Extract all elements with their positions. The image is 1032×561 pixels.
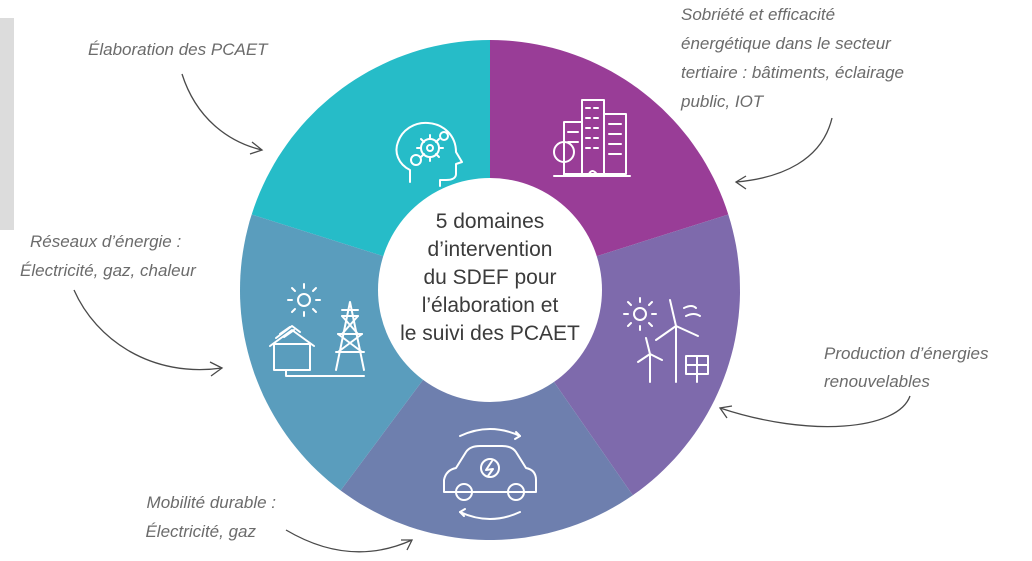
arrow-production bbox=[719, 395, 911, 428]
arrow-production-head bbox=[718, 405, 733, 419]
caption-mobilite-line-1: Mobilité durable : bbox=[147, 493, 277, 512]
caption-sobriete-line-1: Sobriété et efficacité bbox=[681, 5, 835, 24]
arrow-reseaux-head bbox=[209, 361, 224, 377]
left-accent-bar bbox=[0, 18, 14, 230]
caption-mobilite-line-2: Électricité, gaz bbox=[145, 522, 256, 541]
caption-production-line-2: renouvelables bbox=[824, 372, 930, 391]
renewable-energy-icon bbox=[623, 297, 709, 383]
arrow-reseaux bbox=[73, 289, 223, 371]
pointer-arrows bbox=[73, 73, 911, 553]
arrow-sobriete bbox=[735, 117, 833, 183]
center-line-3: du SDEF pour bbox=[423, 266, 556, 289]
caption-sobriete-line-2: énergétique dans le secteur bbox=[681, 34, 892, 53]
center-line-4: l’élaboration et bbox=[422, 294, 559, 317]
energy-network-icon bbox=[269, 283, 365, 377]
center-circle bbox=[378, 178, 602, 402]
caption-production: Production d’énergies renouvelables bbox=[824, 344, 989, 391]
center-line-2: d’intervention bbox=[428, 238, 553, 261]
arrow-mobilite bbox=[285, 529, 413, 553]
caption-reseaux-line-2: Électricité, gaz, chaleur bbox=[20, 261, 197, 280]
arrow-elaboration-head bbox=[249, 141, 264, 155]
city-buildings-icon bbox=[553, 99, 631, 177]
arrow-elaboration bbox=[181, 73, 263, 151]
caption-mobilite: Mobilité durable : Électricité, gaz bbox=[145, 493, 276, 541]
electric-car-icon bbox=[443, 428, 537, 520]
center-line-5: le suivi des PCAET bbox=[400, 322, 580, 345]
center-line-1: 5 domaines bbox=[436, 210, 545, 233]
caption-elaboration: Élaboration des PCAET bbox=[88, 40, 269, 59]
caption-production-line-1: Production d’énergies bbox=[824, 344, 989, 363]
caption-sobriete: Sobriété et efficacité énergétique dans … bbox=[680, 5, 904, 111]
caption-reseaux-line-1: Réseaux d’énergie : bbox=[30, 232, 181, 251]
center-label: 5 domaines d’intervention du SDEF pour l… bbox=[400, 210, 580, 345]
caption-reseaux: Réseaux d’énergie : Électricité, gaz, ch… bbox=[20, 232, 197, 280]
arrow-sobriete-head bbox=[734, 175, 747, 190]
head-gears-icon bbox=[395, 121, 463, 187]
caption-sobriete-line-4: public, IOT bbox=[680, 92, 765, 111]
arrow-mobilite-head bbox=[401, 539, 414, 551]
segment-mobilite bbox=[340, 290, 633, 540]
caption-elaboration-line-1: Élaboration des PCAET bbox=[88, 40, 269, 59]
caption-sobriete-line-3: tertiaire : bâtiments, éclairage bbox=[681, 63, 904, 82]
